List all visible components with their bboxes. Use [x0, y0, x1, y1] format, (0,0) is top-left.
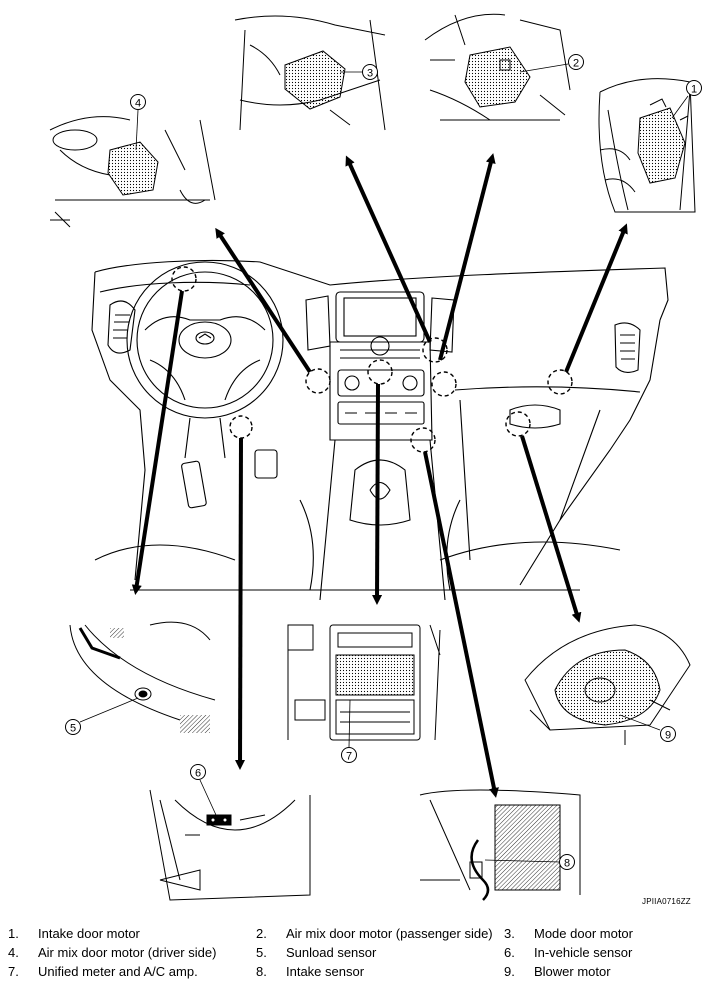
callout-1: 1: [671, 80, 702, 119]
callout-2-label: 2: [573, 58, 579, 70]
legend-item-5: 5.Sunload sensor: [256, 945, 377, 960]
callout-5-label: 5: [70, 723, 76, 735]
callout-9: 9: [619, 714, 676, 742]
detail-blower-motor: [524, 624, 691, 745]
location-markers: [171, 266, 573, 453]
callout-6: 6: [190, 764, 217, 816]
callout-7: 7: [341, 699, 357, 763]
callout-9-label: 9: [665, 730, 671, 742]
callout-3-label: 3: [367, 68, 373, 80]
legend-item-6: 6.In-vehicle sensor: [504, 945, 633, 960]
figure-id: JPIIA0716ZZ: [642, 897, 691, 906]
detail-sunload-sensor: [69, 621, 216, 733]
callout-1-label: 1: [691, 84, 697, 96]
callout-8: 8: [484, 854, 575, 870]
callout-8-label: 8: [564, 858, 570, 870]
legend-item-2: 2.Air mix door motor (passenger side): [256, 926, 493, 941]
callout-2: 2: [519, 54, 584, 73]
legend-item-8: 8.Intake sensor: [256, 964, 365, 979]
legend-item-4: 4.Air mix door motor (driver side): [8, 945, 217, 960]
detail-in-vehicle-sensor: [149, 789, 311, 901]
detail-air-mix-door-motor-driver: [49, 116, 216, 228]
detail-intake-door-motor: [598, 78, 696, 213]
callout-4-label: 4: [135, 98, 141, 110]
detail-unified-meter-ac-amp: [287, 624, 441, 741]
detail-mode-door-motor: [234, 15, 386, 131]
callout-6-label: 6: [195, 768, 201, 780]
legend-item-7: 7.Unified meter and A/C amp.: [8, 964, 198, 979]
legend-item-3: 3.Mode door motor: [504, 926, 633, 941]
legend-item-1: 1.Intake door motor: [8, 926, 140, 941]
callout-3: 3: [340, 64, 378, 80]
leader-arrows: [131, 153, 628, 798]
legend-item-9: 9.Blower motor: [504, 964, 611, 979]
callout-7-label: 7: [346, 751, 352, 763]
component-location-diagram: 1 2 3 4: [49, 13, 702, 901]
detail-intake-sensor: [419, 789, 581, 901]
dashboard-overview: [91, 259, 669, 601]
detail-air-mix-door-motor-passenger: [424, 13, 571, 121]
callout-5: 5: [65, 697, 139, 735]
callout-4: 4: [130, 94, 146, 151]
